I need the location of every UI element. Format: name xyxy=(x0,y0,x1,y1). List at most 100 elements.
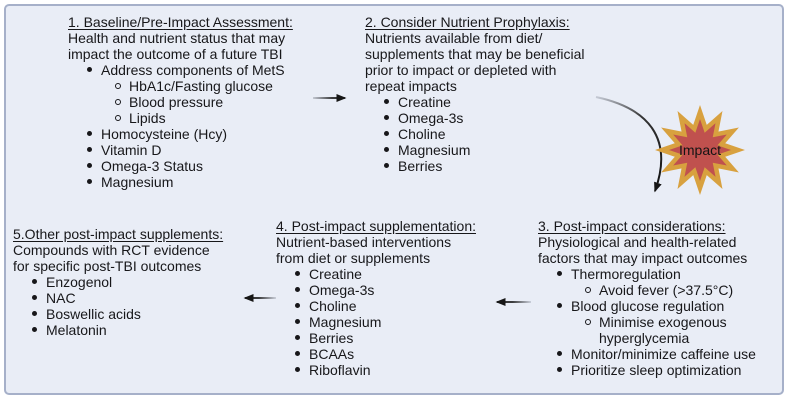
bullet-dot-icon xyxy=(295,271,300,276)
list-item: Blood pressure xyxy=(68,94,293,110)
list-item: Creatine xyxy=(365,94,584,110)
bullet-dot-icon xyxy=(87,163,92,168)
list-item: Choline xyxy=(276,298,476,314)
box2-desc-line: prior to impact or depleted with xyxy=(365,62,557,78)
box-nutrient-prophylaxis: 2. Consider Nutrient Prophylaxis: Nutrie… xyxy=(365,14,584,174)
list-item: Avoid fever (>37.5°C) xyxy=(538,282,756,298)
bullet-dot-icon xyxy=(295,351,300,356)
bullet-dot-icon xyxy=(384,163,389,168)
list-item: Enzogenol xyxy=(13,274,223,290)
list-item-label: Enzogenol xyxy=(46,274,113,290)
box4-title: 4. Post-impact supplementation: xyxy=(276,218,476,234)
box3-title: 3. Post-impact considerations: xyxy=(538,218,726,234)
list-item: Berries xyxy=(276,330,476,346)
list-item: Prioritize sleep optimization xyxy=(538,362,756,378)
list-item: Lipids xyxy=(68,110,293,126)
list-item-label: Choline xyxy=(398,126,446,142)
list-item-label: hyperglycemia xyxy=(599,330,690,346)
list-item-label: Avoid fever (>37.5°C) xyxy=(599,282,734,298)
bullet-dot-icon xyxy=(557,351,562,356)
list-item: Omega-3 Status xyxy=(68,158,293,174)
box2-title: 2. Consider Nutrient Prophylaxis: xyxy=(365,14,570,30)
list-item: Vitamin D xyxy=(68,142,293,158)
list-item-label: NAC xyxy=(46,290,76,306)
bullet-dot-icon xyxy=(557,271,562,276)
list-item-label: Address components of MetS xyxy=(101,62,285,78)
list-item-label: Berries xyxy=(309,330,354,346)
list-item: BCAAs xyxy=(276,346,476,362)
bullet-dot-icon xyxy=(32,327,37,332)
list-item-label: Monitor/minimize caffeine use xyxy=(571,346,756,362)
bullet-dot-icon xyxy=(557,367,562,372)
bullet-dot-icon xyxy=(295,319,300,324)
bullet-dot-icon xyxy=(384,147,389,152)
bullet-circle-icon xyxy=(585,287,591,293)
bullet-circle-icon xyxy=(115,83,121,89)
list-item: NAC xyxy=(13,290,223,306)
bullet-dot-icon xyxy=(295,303,300,308)
box3-desc-line: factors that may impact outcomes xyxy=(538,250,748,266)
list-item-label: BCAAs xyxy=(309,346,355,362)
list-item: Omega-3s xyxy=(365,110,584,126)
list-item-label: Magnesium xyxy=(309,314,382,330)
list-item-label: HbA1c/Fasting glucose xyxy=(129,78,273,94)
list-item-label: Homocysteine (Hcy) xyxy=(101,126,228,142)
list-item-label: Omega-3s xyxy=(309,282,375,298)
bullet-dot-icon xyxy=(384,99,389,104)
list-item-label: Magnesium xyxy=(398,142,471,158)
box4-desc-line: from diet or supplements xyxy=(276,250,431,266)
box2-desc-line: repeat impacts xyxy=(365,78,457,94)
bullet-dot-icon xyxy=(32,311,37,316)
list-item: Riboflavin xyxy=(276,362,476,378)
diagram-panel xyxy=(4,4,784,395)
bullet-dot-icon xyxy=(32,279,37,284)
box-post-impact-supplementation: 4. Post-impact supplementation: Nutrient… xyxy=(276,218,476,378)
list-item: Magnesium xyxy=(276,314,476,330)
box2-desc-line: Nutrients available from diet/ xyxy=(365,30,543,46)
list-item: Address components of MetS xyxy=(68,62,293,78)
box2-desc-line: supplements that may be beneficial xyxy=(365,46,585,62)
list-item: Magnesium xyxy=(68,174,293,190)
list-item-label: Choline xyxy=(309,298,357,314)
bullet-dot-icon xyxy=(384,131,389,136)
bullet-dot-icon xyxy=(384,115,389,120)
bullet-dot-icon xyxy=(557,303,562,308)
list-item: Choline xyxy=(365,126,584,142)
bullet-dot-icon xyxy=(87,147,92,152)
bullet-dot-icon xyxy=(87,179,92,184)
box3-desc-line: Physiological and health-related xyxy=(538,234,737,250)
bullet-dot-icon xyxy=(32,295,37,300)
list-item-label: Riboflavin xyxy=(309,362,371,378)
list-item: Minimise exogenous xyxy=(538,314,756,330)
list-item-label: Creatine xyxy=(309,266,362,282)
box-post-impact-considerations: 3. Post-impact considerations: Physiolog… xyxy=(538,218,756,378)
list-item: Magnesium xyxy=(365,142,584,158)
bullet-dot-icon xyxy=(295,367,300,372)
list-item: hyperglycemia xyxy=(538,330,756,346)
list-item: HbA1c/Fasting glucose xyxy=(68,78,293,94)
box1-desc-line: impact the outcome of a future TBI xyxy=(68,46,283,62)
bullet-dot-icon xyxy=(295,335,300,340)
list-item: Omega-3s xyxy=(276,282,476,298)
list-item: Boswellic acids xyxy=(13,306,223,322)
list-item-label: Prioritize sleep optimization xyxy=(571,362,742,378)
list-item-label: Blood glucose regulation xyxy=(571,298,725,314)
list-item-label: Boswellic acids xyxy=(46,306,141,322)
list-item-label: Magnesium xyxy=(101,174,174,190)
list-item: Thermoregulation xyxy=(538,266,756,282)
bullet-dot-icon xyxy=(87,67,92,72)
bullet-circle-icon xyxy=(115,115,121,121)
box-baseline-assessment: 1. Baseline/Pre-Impact Assessment: Healt… xyxy=(68,14,293,190)
list-item-label: Berries xyxy=(398,158,443,174)
box5-desc-line: Compounds with RCT evidence xyxy=(13,242,210,258)
box1-desc-line: Health and nutrient status that may xyxy=(68,30,286,46)
bullet-circle-icon xyxy=(585,319,591,325)
list-item-label: Minimise exogenous xyxy=(599,314,727,330)
list-item-label: Thermoregulation xyxy=(571,266,681,282)
box4-desc-line: Nutrient-based interventions xyxy=(276,234,452,250)
list-item: Creatine xyxy=(276,266,476,282)
list-item-label: Lipids xyxy=(129,110,166,126)
box5-title: 5.Other post-impact supplements: xyxy=(13,226,224,242)
bullet-dot-icon xyxy=(87,131,92,136)
list-item: Homocysteine (Hcy) xyxy=(68,126,293,142)
